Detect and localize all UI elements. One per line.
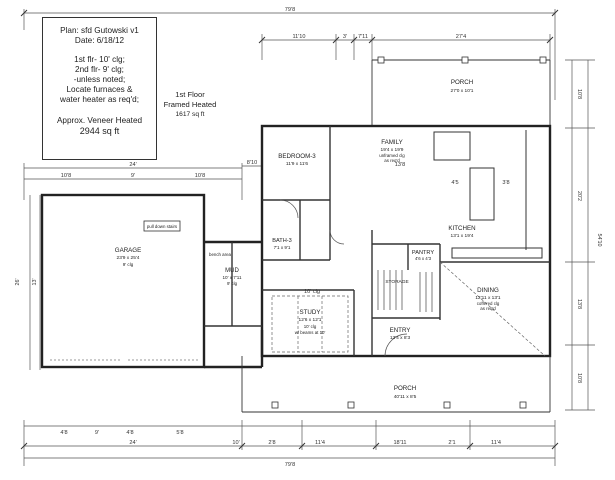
floor-name: 1st Floor	[175, 90, 205, 99]
dim-kitchen-2: 3'8	[502, 180, 509, 186]
dim-bottom-seg-4: 11'4	[315, 440, 325, 446]
dim-right-seg-3: 13'8	[576, 299, 582, 309]
dim-bottom-seg-3: 2'8	[268, 440, 275, 446]
room-entry-name: ENTRY	[390, 327, 411, 334]
dim-overall-bottom: 79'8	[285, 462, 295, 468]
dim-top-seg-2: 3'	[343, 34, 347, 40]
dim-overall-top: 79'8	[285, 7, 295, 13]
floor-sqft: 1617 sq ft	[175, 111, 205, 118]
ceiling-note-2: 2nd flr- 9' clg;	[75, 65, 124, 74]
dim-garage-seg-2: 9'	[131, 173, 135, 179]
veneer-label: Approx. Veneer Heated	[56, 116, 143, 125]
dim-garage-seg-3: 10'8	[195, 173, 205, 179]
room-porch-front-name: PORCH	[394, 385, 416, 392]
room-bath-size: 7'1 x 9'1	[274, 245, 291, 250]
room-kitchen-size: 13'1 x 19'4	[451, 233, 474, 239]
room-dining-size: 12'11 x 13'1	[475, 295, 501, 301]
room-study-name: STUDY	[300, 309, 321, 316]
plan-date: Date: 6/18/12	[74, 36, 125, 45]
room-study-note2: w/ beams at 10'	[295, 330, 326, 335]
dim-bottom-seg-1: 24'	[129, 440, 136, 446]
dim-mud: 8'10	[247, 160, 257, 166]
room-bedroom-name: BEDROOM-3	[278, 153, 316, 160]
dim-top-seg-3: 7'11	[358, 34, 368, 40]
room-stairs-box-label: pull down stairs	[147, 224, 178, 229]
dim-top-seg-1: 11'10	[292, 34, 305, 40]
room-entry-size: 13'4 x 8'3	[390, 335, 411, 341]
room-dining-note: coffered clg	[477, 301, 500, 306]
dim-bottom-seg-6: 2'1	[448, 440, 455, 446]
room-study-note: 10' clg	[304, 324, 317, 329]
room-dining-note2: as req'd	[480, 306, 496, 311]
dim-bottom-seg-2: 10'	[232, 440, 239, 446]
ceiling-note-3: -unless noted;	[73, 75, 126, 84]
room-storage-name: STORAGE	[385, 279, 408, 285]
room-porch-front-size: 40'11 x 8'5	[394, 394, 417, 400]
room-study-size: 12'6 x 12'1	[299, 317, 322, 323]
room-family-size: 19'4 x 19'9	[381, 147, 404, 153]
dim-right-seg-4: 10'8	[576, 373, 582, 383]
room-garage-size: 23'9 x 25'4	[117, 255, 140, 261]
dim-top-seg-4: 27'4	[456, 34, 466, 40]
dim-right-seg-2: 20'2	[576, 191, 582, 201]
veneer-sqft: 2944 sq ft	[79, 126, 120, 136]
dim-left-total: 26'	[15, 278, 21, 285]
dim-left-seg: 13'	[32, 278, 38, 285]
dim-garage-bottom-2: 9'	[95, 430, 99, 436]
room-porch-rear-name: PORCH	[451, 79, 473, 86]
room-bath-name: BATH-3	[272, 238, 291, 244]
room-family-note2: as req'd	[384, 158, 400, 163]
room-bedroom-size: 11'9 x 11'6	[286, 161, 309, 167]
room-porch-rear-size: 27'0 x 10'1	[451, 88, 474, 94]
room-kitchen-name: KITCHEN	[448, 225, 475, 232]
ceiling-note-1: 1st flr- 10' clg;	[74, 55, 125, 64]
room-mud-clg: 9' clg	[227, 281, 238, 286]
dim-garage-bottom-4: 5'8	[176, 430, 183, 436]
dim-garage-width: 24'	[129, 162, 136, 168]
plan-info-box: Plan: sfd Gutowski v1 Date: 6/18/12 1st …	[42, 17, 157, 160]
room-pantry-size: 4'6 x 4'3	[415, 256, 432, 261]
room-garage-clg: 9' clg	[123, 262, 134, 267]
dim-bottom-seg-5: 18'11	[393, 440, 406, 446]
floor-type: Framed Heated	[163, 100, 217, 109]
room-mud-name: MUD	[225, 268, 239, 274]
dim-garage-bottom-1: 4'8	[60, 430, 67, 436]
room-bench-label: bench area	[209, 252, 232, 257]
dim-garage-bottom-3: 4'8	[126, 430, 133, 436]
room-mud-size: 10' x 7'11	[222, 275, 241, 280]
floor-title-block: 1st Floor Framed Heated 1617 sq ft	[150, 90, 230, 120]
dim-study-top: 10' clg	[304, 289, 320, 295]
room-garage-name: GARAGE	[115, 247, 141, 254]
dim-right-seg-1: 10'8	[576, 89, 582, 99]
dim-family: 13'8	[395, 162, 405, 168]
furnace-note-1: Locate furnaces &	[66, 85, 133, 94]
dim-garage-seg-1: 10'8	[61, 173, 71, 179]
plan-title: Plan: sfd Gutowski v1	[60, 26, 139, 35]
dim-bottom-seg-7: 11'4	[491, 440, 501, 446]
furnace-note-2: water heater as req'd;	[60, 95, 139, 104]
room-family-name: FAMILY	[381, 139, 403, 146]
room-dining-name: DINING	[477, 287, 499, 294]
dim-kitchen-1: 4'5	[451, 180, 458, 186]
dim-right-total: 54'10	[596, 233, 602, 246]
room-family-note: unframed clg	[379, 153, 405, 158]
room-pantry-name: PANTRY	[412, 250, 434, 256]
